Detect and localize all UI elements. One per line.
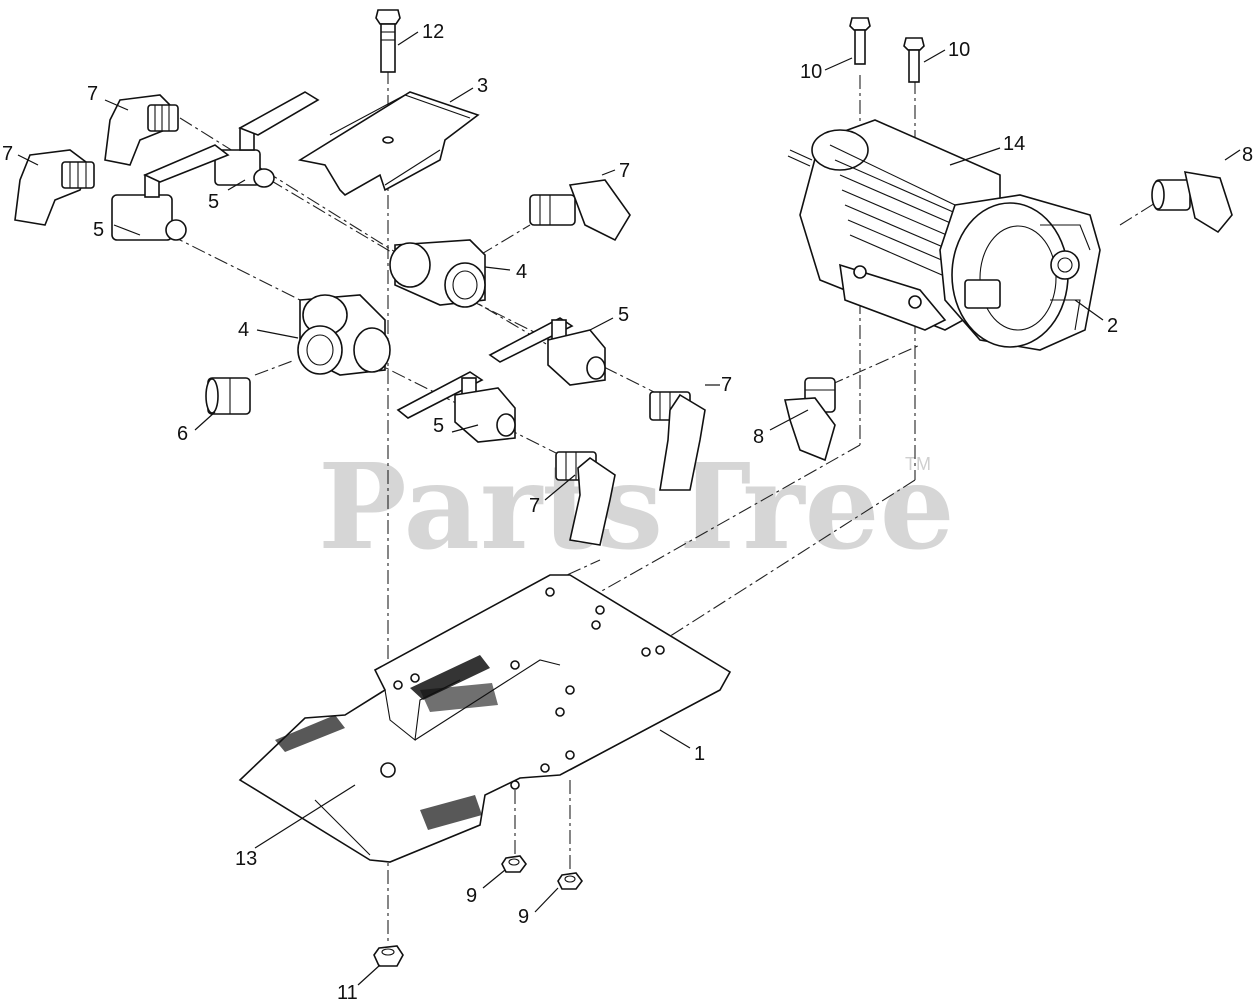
callout-14: 14 <box>1003 133 1025 155</box>
ball-valve-5-center-lower <box>396 371 516 443</box>
bolt-12 <box>375 9 401 73</box>
nut-9-left <box>501 855 527 873</box>
nut-11 <box>373 945 404 967</box>
elbow-fitting-7-upper <box>104 94 179 166</box>
warning-decal-13 <box>275 655 498 830</box>
callout-10-a: 10 <box>800 61 822 83</box>
ball-valve-5-upper <box>214 91 320 188</box>
callout-7-b: 7 <box>2 143 13 165</box>
callout-9-a: 9 <box>466 885 477 907</box>
callout-5-c: 5 <box>618 304 629 326</box>
callout-7-a: 7 <box>87 83 98 105</box>
watermark-text: PartsTree <box>318 437 955 576</box>
mounting-plate-1 <box>238 574 732 863</box>
callout-13: 13 <box>235 848 257 870</box>
elbow-fitting-7-center-bottom <box>555 451 616 546</box>
ball-valve-5-center-upper <box>488 317 606 386</box>
callout-5-b: 5 <box>93 219 104 241</box>
callout-8-a: 8 <box>1242 144 1253 166</box>
pipe-nipple-6 <box>205 377 251 415</box>
callout-8-b: 8 <box>753 426 764 448</box>
callout-12: 12 <box>422 21 444 43</box>
callout-labels: 12 3 7 7 5 5 7 4 4 5 6 7 5 7 8 8 14 2 10… <box>2 21 1253 1004</box>
callout-5-a: 5 <box>208 191 219 213</box>
callout-5-d: 5 <box>433 415 444 437</box>
watermark-trademark: TM <box>905 454 931 474</box>
callout-4-a: 4 <box>516 261 527 283</box>
nut-9-right <box>557 872 583 890</box>
callout-6: 6 <box>177 423 188 445</box>
callout-7-d: 7 <box>721 374 732 396</box>
ball-valve-5-lower <box>111 144 230 241</box>
callout-9-b: 9 <box>518 906 529 928</box>
bracket-3 <box>297 91 480 196</box>
elbow-fitting-7-center-right <box>649 391 706 491</box>
elbow-fitting-7-left <box>14 149 95 226</box>
pump-head-2 <box>939 194 1101 351</box>
tee-fitting-4-upper <box>389 239 486 308</box>
callout-7-e: 7 <box>529 495 540 517</box>
callout-3: 3 <box>477 75 488 97</box>
callout-10-b: 10 <box>948 39 970 61</box>
bolt-10-left <box>849 17 871 65</box>
callout-7-c: 7 <box>619 160 630 182</box>
callout-4-b: 4 <box>238 319 249 341</box>
bolt-10-right <box>903 37 925 83</box>
callout-2: 2 <box>1107 315 1118 337</box>
elbow-fitting-8-right <box>1151 171 1233 234</box>
elbow-fitting-7-center-top <box>529 179 631 242</box>
tee-fitting-4-lower <box>297 294 391 376</box>
leader-lines <box>17 31 1241 986</box>
callout-1: 1 <box>694 743 705 765</box>
callout-11: 11 <box>337 982 358 1004</box>
